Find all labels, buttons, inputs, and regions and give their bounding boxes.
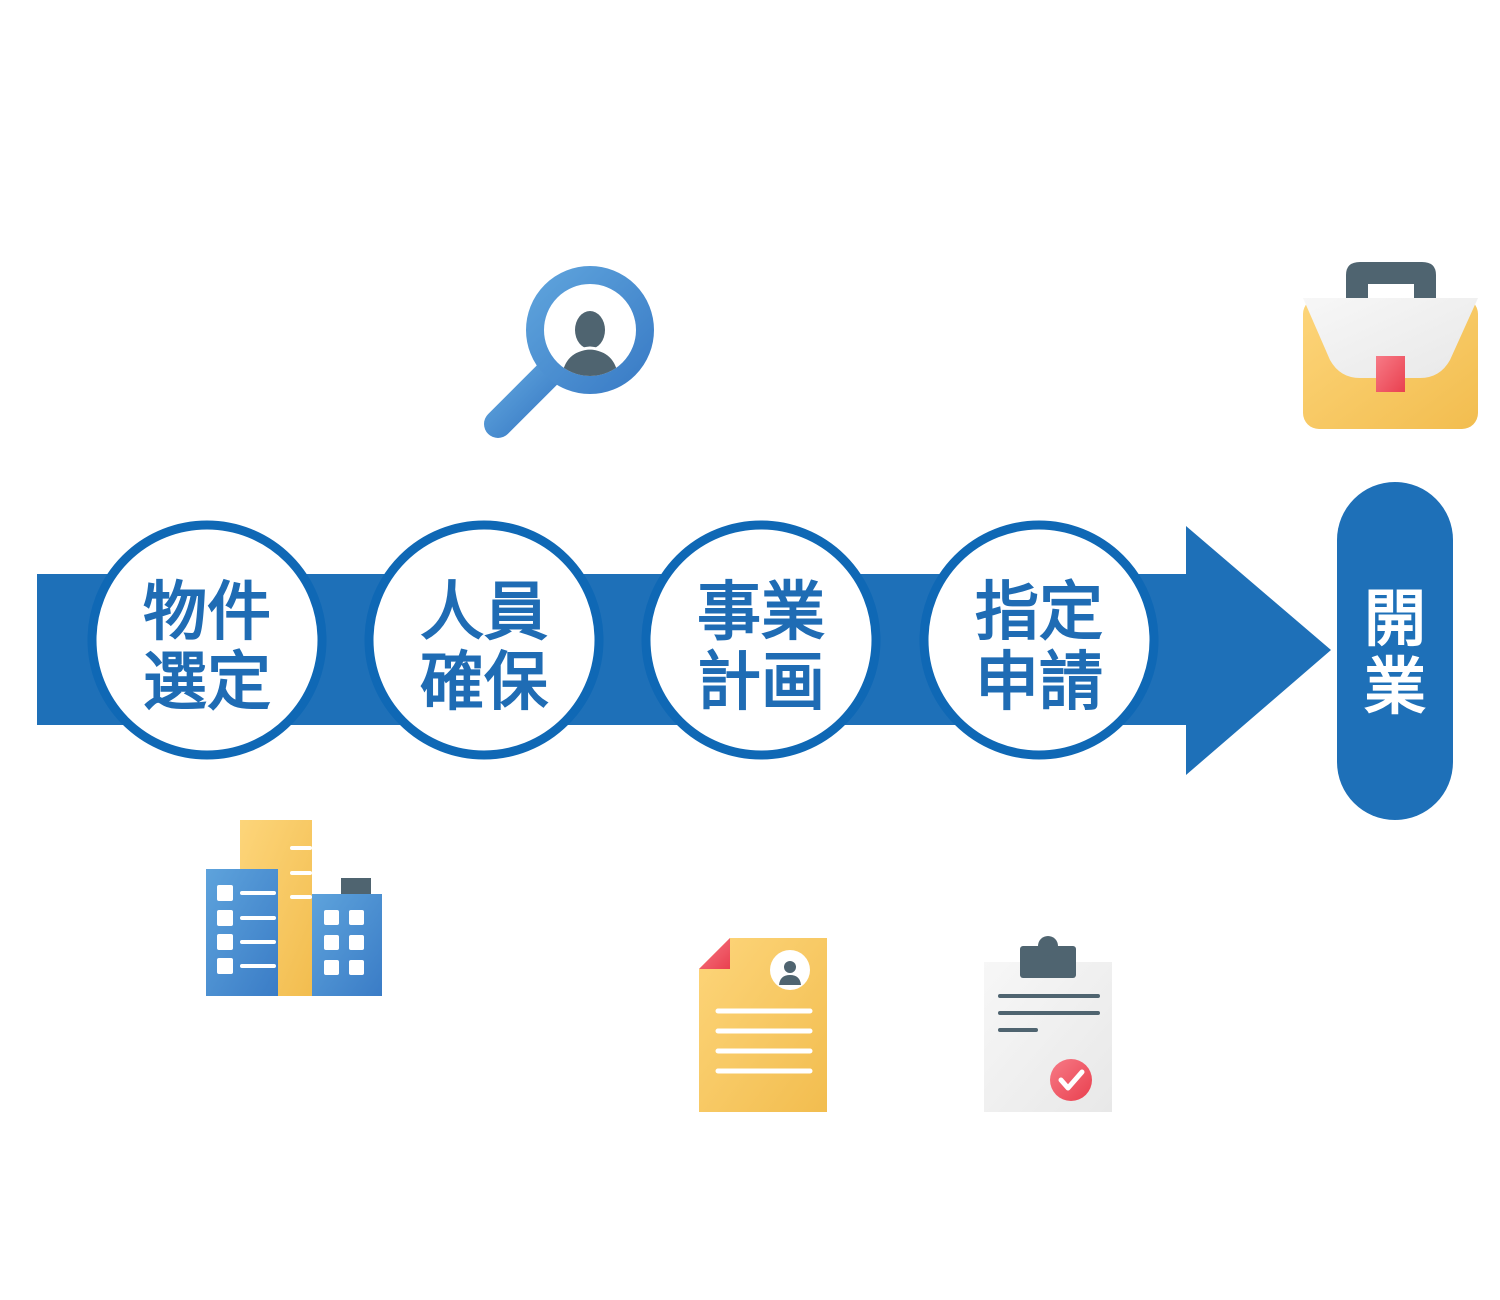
step-label: 選定 — [143, 646, 271, 720]
step-designation-application: 指定 申請 — [919, 520, 1159, 760]
step-label: 申請 — [975, 646, 1103, 720]
magnifier-person-icon — [484, 266, 654, 438]
clipboard-check-icon — [984, 936, 1112, 1112]
buildings-icon — [206, 820, 382, 996]
step-label: 指定 — [975, 576, 1103, 650]
document-profile-icon — [699, 938, 827, 1112]
step-label: 確保 — [420, 646, 549, 720]
step-label: 人員 — [420, 576, 548, 650]
step-property-selection: 物件 選定 — [87, 520, 327, 760]
goal-label: 業 — [1364, 650, 1426, 723]
goal-opening: 開 業 — [1337, 482, 1453, 820]
step-business-plan: 事業 計画 — [641, 520, 881, 760]
step-label: 物件 — [143, 576, 271, 650]
goal-label: 開 — [1364, 582, 1426, 655]
step-label: 計画 — [697, 646, 825, 720]
step-label: 事業 — [697, 576, 825, 650]
step-staffing: 人員 確保 — [364, 520, 604, 760]
briefcase-icon — [1303, 262, 1478, 429]
